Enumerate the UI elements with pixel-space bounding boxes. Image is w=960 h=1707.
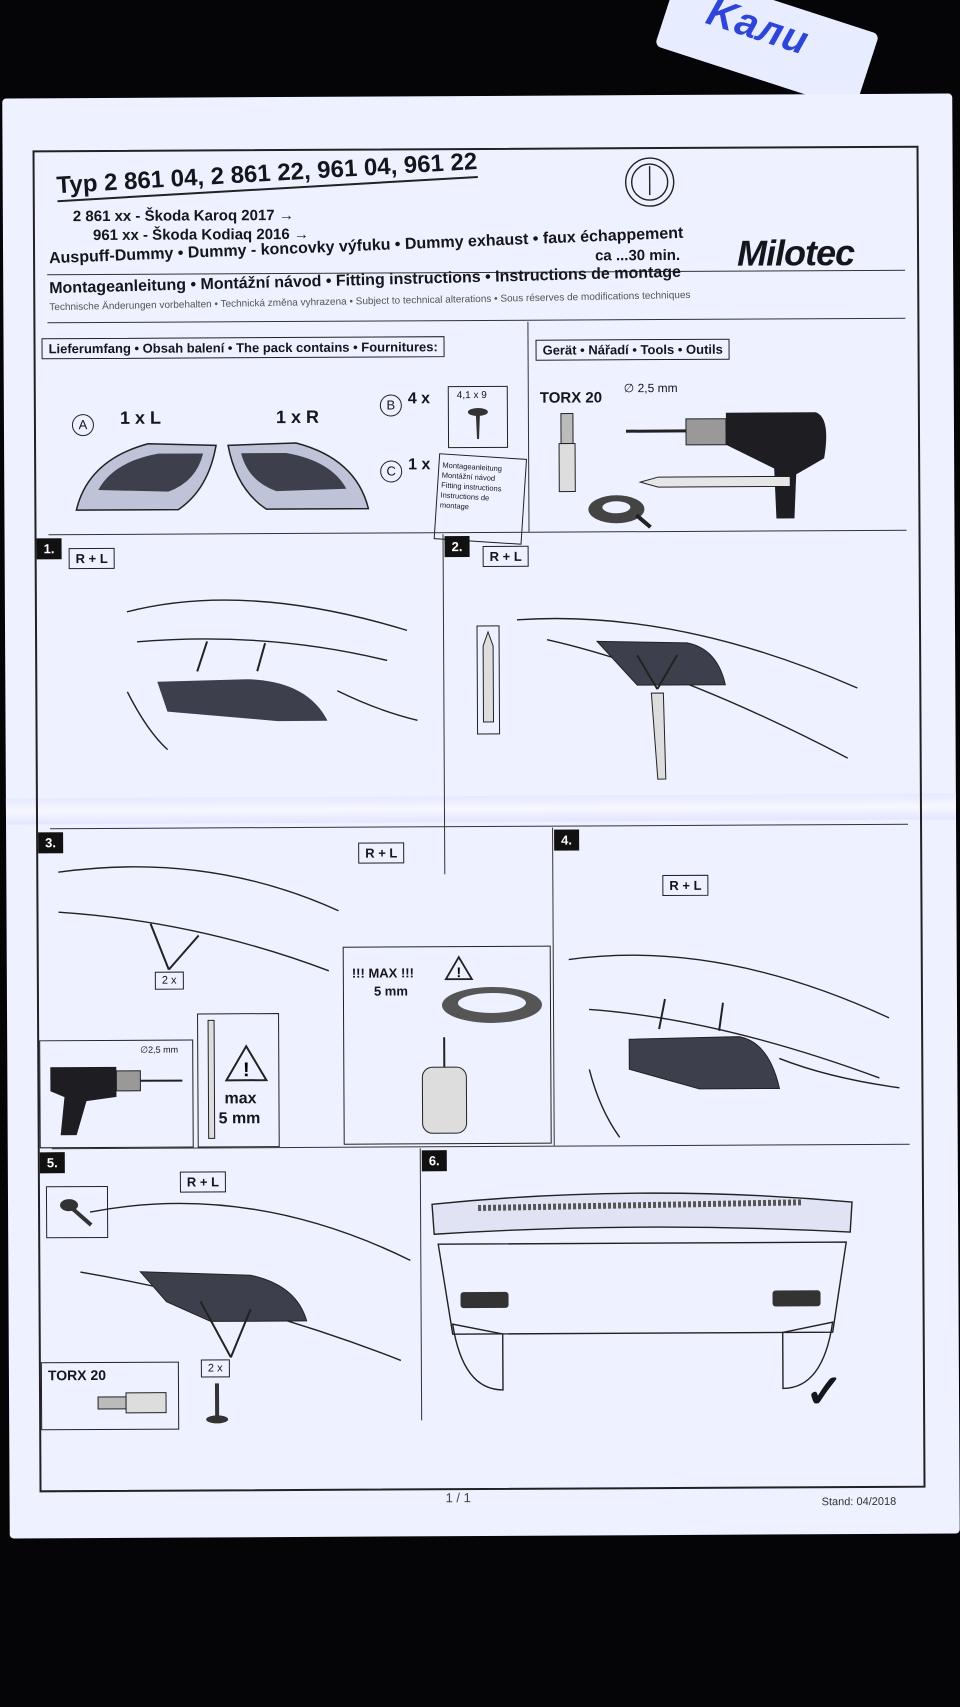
warning-icon: ! (444, 955, 474, 980)
step-3-tape-warning: !!! MAX !!! (351, 965, 414, 981)
step-3-tape-value: 5 mm (373, 983, 408, 999)
step-3-max-label: max (224, 1090, 257, 1108)
brand-logo: Milotec (736, 232, 855, 274)
step-4-tag: R + L (662, 874, 709, 897)
step-5-illustration (80, 1202, 411, 1362)
exhaust-trim-left-icon (75, 442, 217, 511)
step-3-count: 2 x (154, 971, 184, 990)
step-3-tape-box: !!! MAX !!! 5 mm ! (342, 945, 552, 1145)
sheet-frame: Typ 2 861 04, 2 861 22, 961 04, 961 22 2… (32, 145, 926, 1493)
step-2-illustration (516, 617, 858, 780)
step-5-number: 5. (39, 1152, 65, 1174)
item-a-marker: A (71, 414, 95, 437)
stand-date: Stand: 04/2018 (821, 1495, 897, 1509)
step-5-torx-box: TORX 20 (40, 1361, 180, 1431)
pack-contents-label: Lieferumfang • Obsah balení • The pack c… (41, 336, 445, 360)
drill-bit-icon (207, 1019, 216, 1139)
divider (527, 321, 530, 532)
divider (50, 823, 909, 830)
step-3-tag: R + L (358, 842, 405, 864)
divider (47, 317, 906, 324)
step-3-drill-size: ∅2,5 mm (140, 1044, 179, 1055)
torx-bit-icon (97, 1392, 167, 1414)
item-b-marker: B (379, 394, 402, 417)
box-brand-text: Kaли (701, 0, 815, 64)
screw-size: 4,1 x 9 (456, 389, 487, 402)
step-1-tag: R + L (68, 547, 115, 570)
svg-text:!: ! (243, 1059, 250, 1081)
drill-icon (625, 412, 827, 519)
torx-label: TORX 20 (539, 389, 603, 407)
doc-line: Instructions de montage (439, 490, 490, 512)
drill-icon (50, 1066, 183, 1136)
page-number: 1 / 1 (445, 1490, 471, 1506)
product-title: Typ 2 861 04, 2 861 22, 961 04, 961 22 (55, 147, 479, 203)
step-5-count: 2 x (200, 1359, 230, 1378)
step-4-number: 4. (554, 829, 580, 851)
clock-icon (624, 157, 675, 207)
step-6-number: 6. (421, 1150, 447, 1172)
item-a-left: 1 x L (119, 407, 161, 428)
done-check-icon: ✓ (804, 1365, 844, 1418)
pencil-icon (638, 475, 791, 488)
item-b-qty: 4 x (407, 390, 431, 408)
step-5-torx-label: TORX 20 (47, 1366, 107, 1384)
screw-icon (467, 408, 488, 440)
svg-text:!: ! (456, 964, 461, 980)
step-3-max-box: ! max 5 mm (197, 1013, 280, 1148)
warning-icon: ! (224, 1044, 269, 1082)
drill-chuck-icon (421, 1037, 468, 1134)
step-3-max-value: 5 mm (218, 1110, 261, 1128)
step-1-number: 1. (36, 538, 62, 560)
pencil-icon (476, 625, 501, 735)
step-3-illustration (58, 866, 339, 972)
step-3-number: 3. (38, 832, 64, 854)
vehicle-karoq: 2 861 xx - Škoda Karoq 2017 → (72, 206, 294, 226)
tape-roll-icon (441, 986, 542, 1023)
drill-size-label: ∅ 2,5 mm (623, 380, 678, 396)
step-1-illustration (126, 599, 418, 751)
exhaust-trim-right-icon (227, 442, 370, 510)
instruction-sheet: Typ 2 861 04, 2 861 22, 961 04, 961 22 2… (2, 93, 960, 1539)
item-a-right: 1 x R (275, 406, 319, 428)
divider (552, 827, 555, 1146)
car-rear-illustration (431, 1192, 853, 1391)
tape-roll-icon (588, 495, 652, 529)
divider (419, 1148, 423, 1421)
step-4-illustration (568, 954, 900, 1138)
tools-label: Gerät • Nářadí • Tools • Outils (535, 338, 730, 361)
divider (442, 534, 446, 875)
screw-box (45, 1185, 109, 1239)
screw-icon (60, 1199, 93, 1227)
screw-icon (206, 1383, 229, 1424)
screw-box: 4,1 x 9 (447, 385, 509, 449)
item-c-qty: 1 x (408, 456, 431, 474)
duration: ca ...30 min. (595, 246, 681, 265)
step-2-number: 2. (444, 536, 470, 558)
item-c-marker: C (380, 460, 403, 483)
torx-bit-icon (558, 413, 576, 493)
step-3-drill-box: ∅2,5 mm (39, 1039, 194, 1149)
